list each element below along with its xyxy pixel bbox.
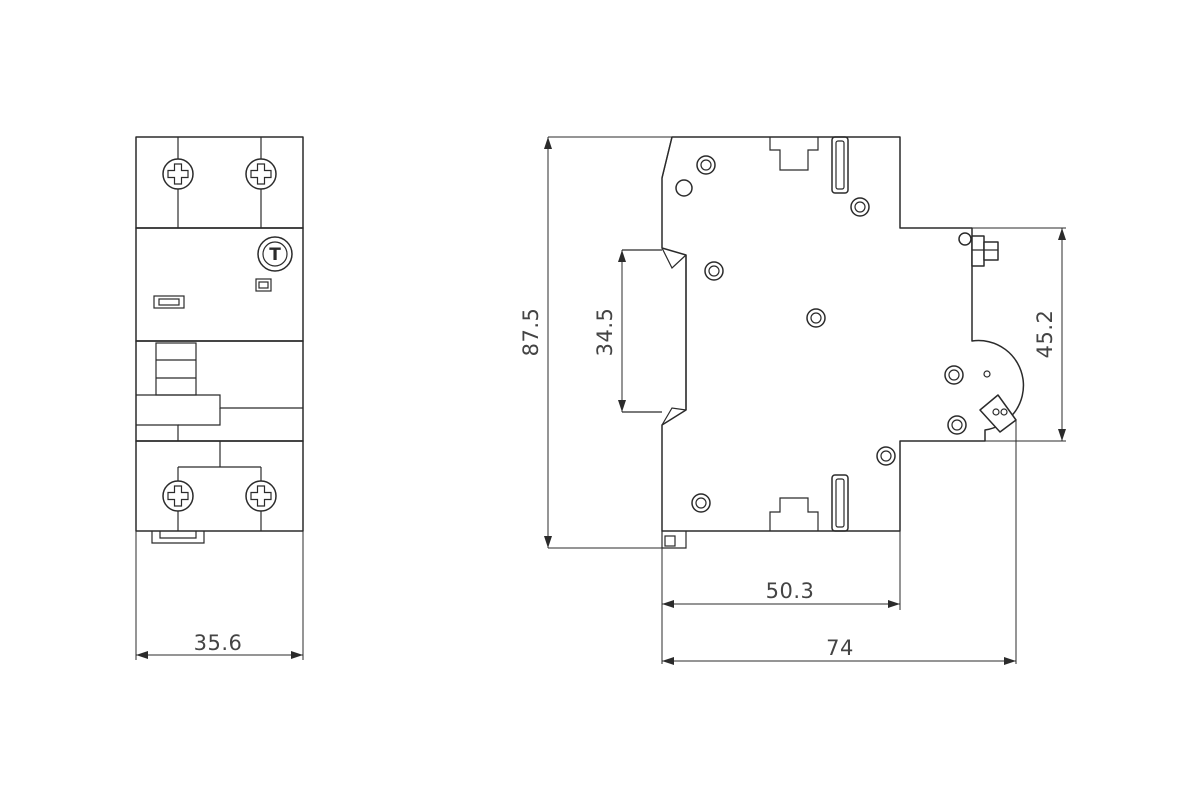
- dimension-front-depth: 50.3: [661, 531, 901, 664]
- rivet-icon: [944, 365, 964, 385]
- test-button: T: [257, 236, 293, 272]
- front-view: T 35.6: [135, 136, 304, 660]
- toggle-lever: [979, 370, 1017, 433]
- dimension-label-module-height: 45.2: [1033, 310, 1057, 359]
- rivet-icon: [696, 155, 716, 175]
- rail-clip: 34.5: [593, 249, 662, 413]
- dimension-label-front-width: 35.6: [194, 631, 243, 655]
- dimension-label-overall-height: 87.5: [519, 308, 543, 357]
- rivet-icon: [691, 493, 711, 513]
- bottom-foot: [661, 531, 687, 549]
- rivet-icon: [876, 446, 896, 466]
- top-left-screw-icon: [162, 158, 194, 190]
- bottom-slot: [769, 474, 849, 532]
- dimension-front-width: 35.6: [135, 531, 304, 660]
- dimension-label-total-depth: 74: [826, 636, 854, 660]
- test-button-label: T: [269, 245, 281, 265]
- rivet-icon: [947, 415, 967, 435]
- hole-icon: [675, 179, 693, 197]
- dimension-overall-height: 87.5: [519, 136, 672, 549]
- bottom-right-screw-icon: [245, 480, 277, 512]
- front-handle-section: [135, 340, 304, 442]
- side-housing-outline: [661, 136, 1025, 532]
- top-slot: [769, 136, 849, 194]
- rivet-icon: [850, 197, 870, 217]
- front-top-terminal-block: [135, 136, 304, 229]
- dimension-label-front-depth: 50.3: [766, 579, 815, 603]
- rivet-icon: [806, 308, 826, 328]
- bottom-left-screw-icon: [162, 480, 194, 512]
- dimension-total-depth: 74: [662, 420, 1017, 665]
- side-view: 34.5: [519, 136, 1066, 665]
- front-bottom-terminal-block: [135, 440, 304, 544]
- side-test-button: [958, 232, 999, 267]
- rivet-icon: [704, 261, 724, 281]
- dimension-label-rail-height: 34.5: [593, 308, 617, 357]
- dimension-module-height: 45.2: [972, 227, 1066, 442]
- top-right-screw-icon: [245, 158, 277, 190]
